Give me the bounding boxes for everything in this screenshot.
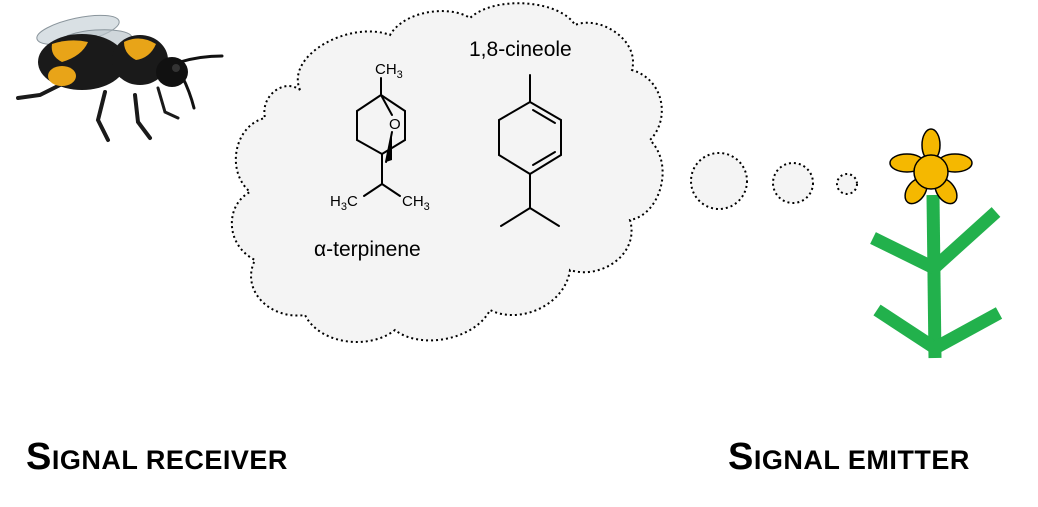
molecule-right-bonds [498, 74, 562, 227]
flower-center [913, 154, 949, 190]
flower-icon [870, 128, 1003, 359]
molecule-left-name: α-terpinene [314, 238, 421, 261]
wedge-bond [386, 132, 392, 162]
molecule-right: 1,8-cineole [469, 38, 572, 227]
flower-stem [870, 194, 1003, 359]
thought-cloud-icon [230, 2, 858, 343]
atom-top-label: CH3 [375, 61, 403, 81]
atom-right-label: CH3 [402, 193, 430, 213]
signal-receiver-label: SIGNAL RECEIVER [26, 436, 288, 478]
molecule-right-name: 1,8-cineole [469, 38, 572, 61]
signal-emitter-label: SIGNAL EMITTER [728, 436, 970, 478]
atom-left-label: H3C [330, 193, 358, 213]
bumblebee-icon [16, 14, 224, 142]
molecule-left: CH3 O H3C CH3 α-terpinene [314, 61, 430, 261]
atom-oxygen-label: O [389, 116, 401, 133]
